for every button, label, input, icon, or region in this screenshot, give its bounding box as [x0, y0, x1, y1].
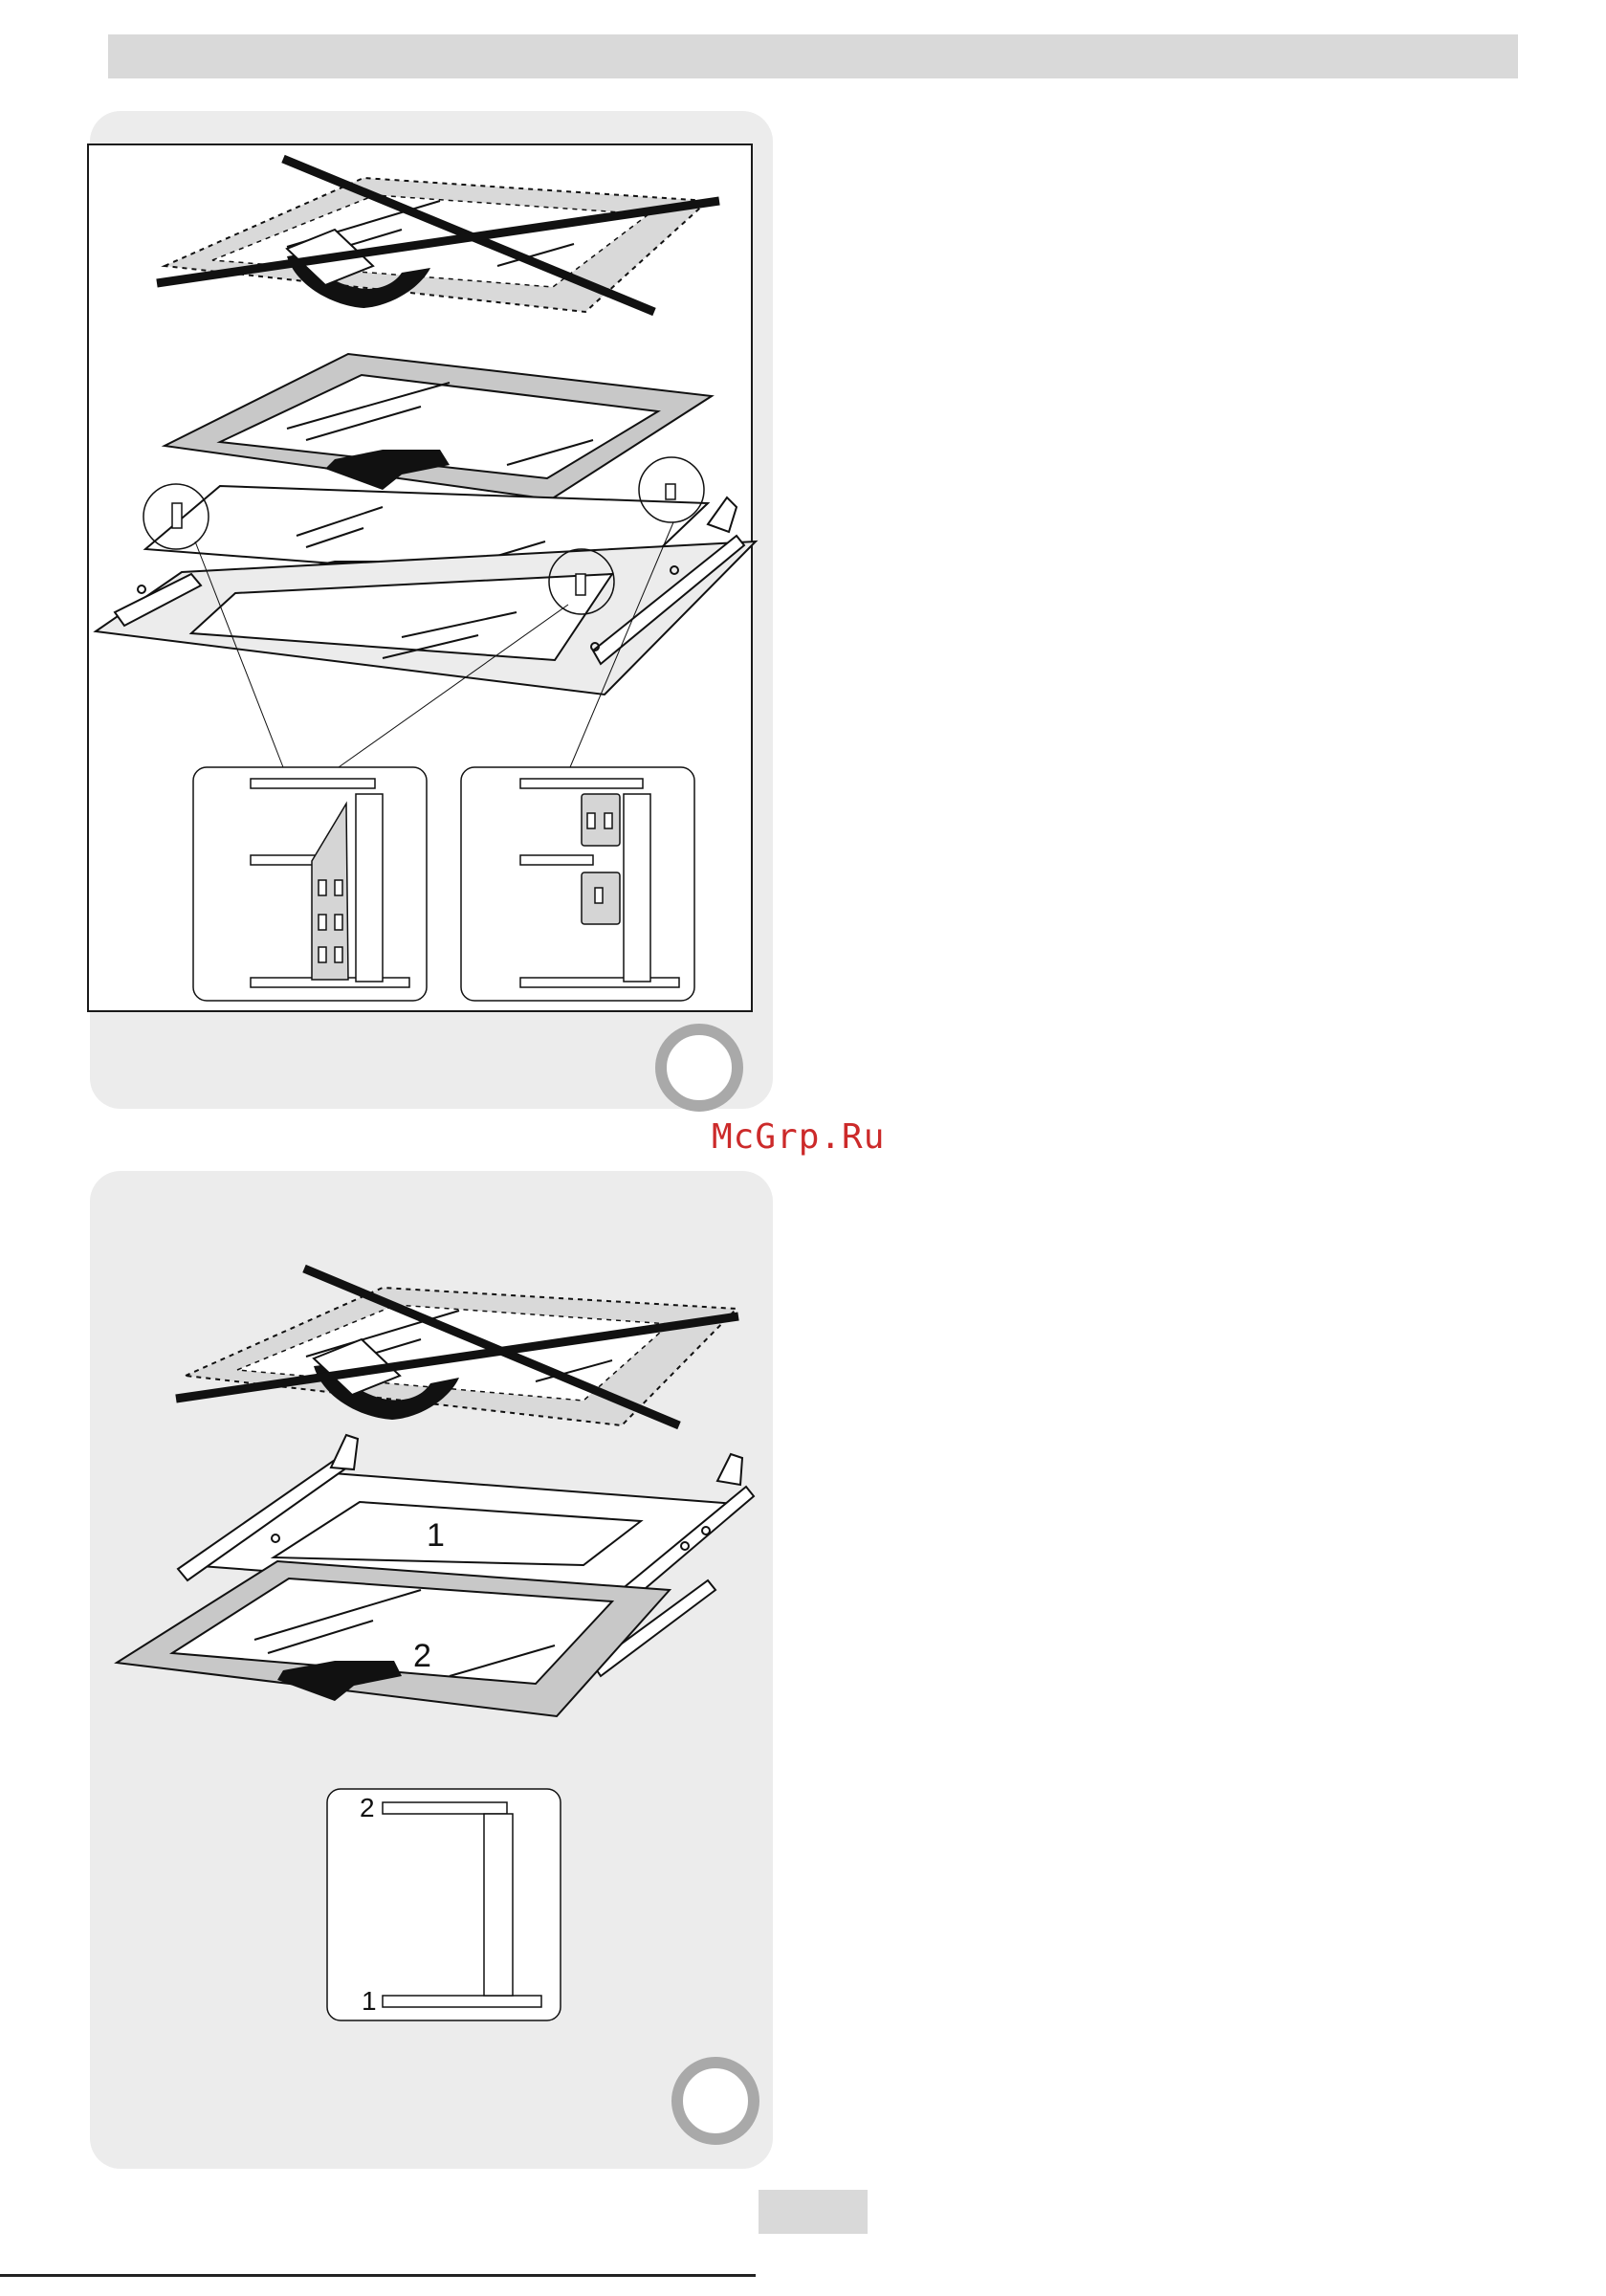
glass-panel-drawing — [165, 354, 712, 499]
clip-detail-left — [193, 767, 427, 1001]
detail-top-label: 2 — [360, 1793, 375, 1823]
figure-1-illustration — [0, 0, 1606, 1148]
figure-1-circle-badge-icon — [655, 1024, 743, 1112]
clip-detail-right — [461, 767, 694, 1001]
glass-panel-drawing-2 — [117, 1561, 670, 1716]
detail-bottom-label: 1 — [362, 1986, 377, 2017]
figure-2-illustration — [0, 1148, 1606, 2296]
page-number-box — [759, 2190, 868, 2234]
footer-rule — [0, 2274, 756, 2277]
callout-panel-label: 1 — [427, 1517, 445, 1555]
figure-2-circle-badge-icon — [671, 2057, 759, 2145]
callout-glass-label: 2 — [413, 1638, 431, 1675]
